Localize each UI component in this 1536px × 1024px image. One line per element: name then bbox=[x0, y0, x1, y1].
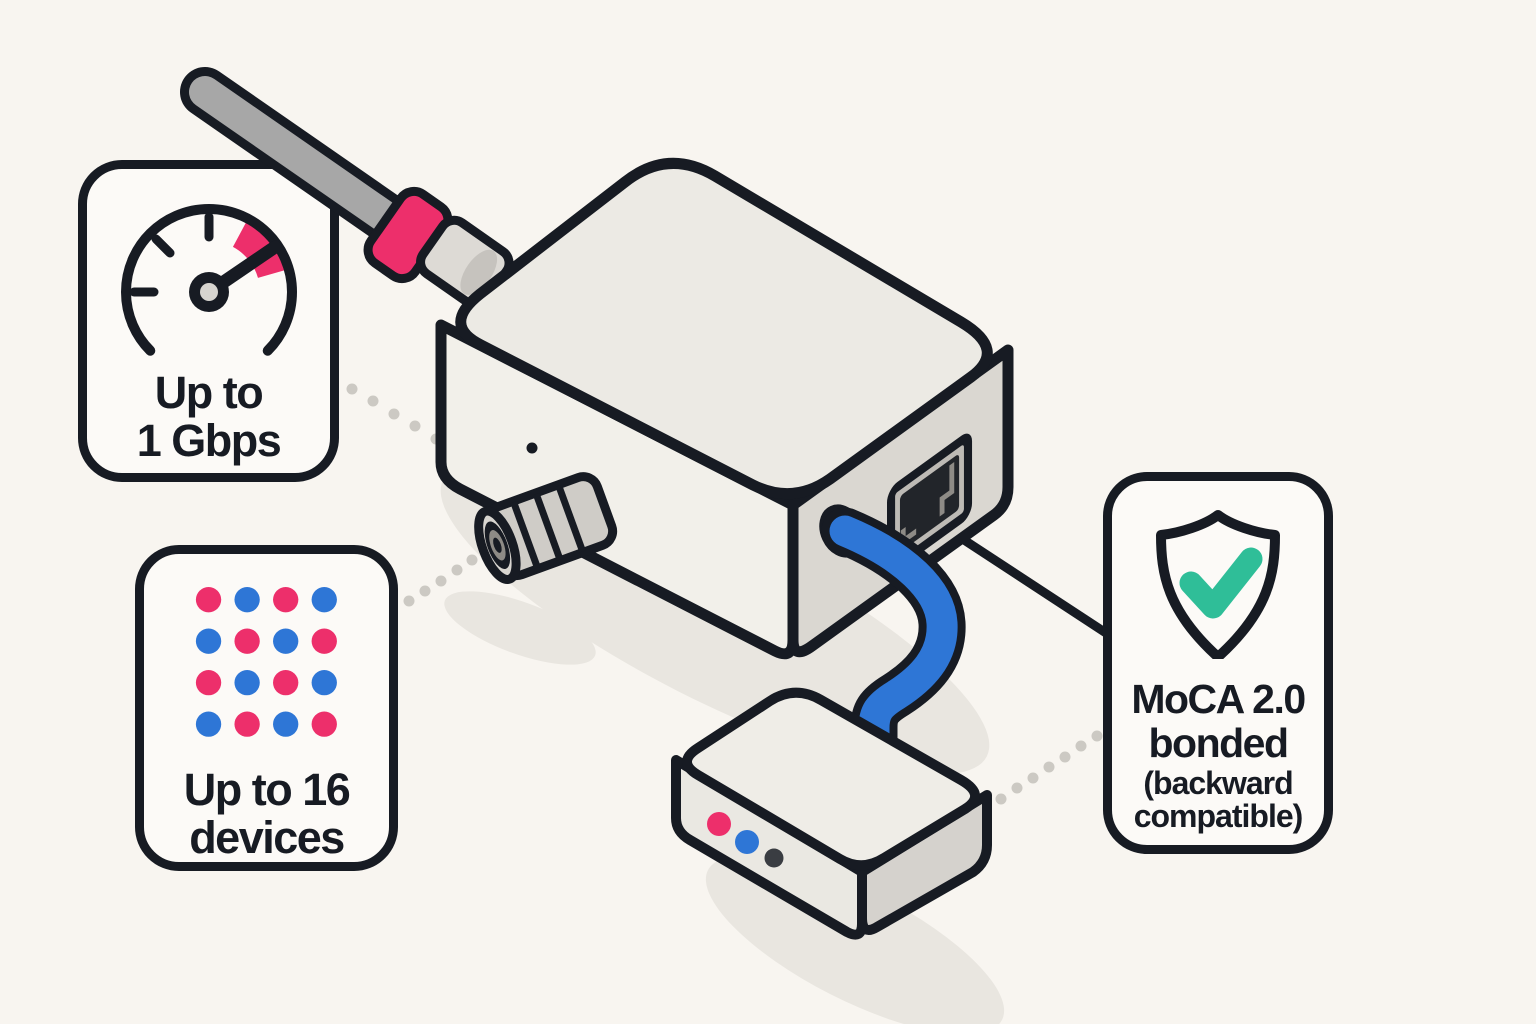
device-dot-pink bbox=[273, 587, 299, 613]
speed-line-1: Up to bbox=[154, 367, 264, 418]
adapter-right-face bbox=[787, 344, 1014, 658]
device-dot-pink bbox=[311, 628, 337, 654]
adapter-top-face bbox=[455, 157, 993, 500]
adapter-pinhole bbox=[526, 442, 538, 454]
device-dot-pink bbox=[195, 669, 222, 696]
moca-line-1: MoCA 2.0 bbox=[1131, 676, 1306, 722]
speedometer-icon bbox=[120, 204, 297, 356]
solid-line-adapter-to-moca bbox=[897, 494, 1109, 637]
dotted-line-devices-to-coax bbox=[403, 554, 478, 607]
coax-collar-pink bbox=[363, 186, 453, 284]
device-dot-blue bbox=[273, 711, 299, 737]
callout-speed: Up to 1 Gbps bbox=[78, 160, 339, 482]
shield-check-icon bbox=[1156, 510, 1280, 659]
dotted-line-speed-to-adapter bbox=[346, 383, 462, 457]
router-left-face bbox=[671, 755, 867, 940]
devices-line-1: Up to 16 bbox=[183, 764, 351, 815]
device-dot-blue bbox=[273, 628, 299, 654]
shield-outline bbox=[1156, 510, 1280, 659]
checkmark bbox=[1179, 547, 1263, 619]
device-dot-blue bbox=[311, 669, 337, 696]
ethernet-port bbox=[886, 433, 973, 572]
dotted-line-router-to-moca bbox=[995, 730, 1103, 805]
moca-line-2: bonded bbox=[1148, 720, 1289, 766]
callout-moca: MoCA 2.0 bonded (backward compatible) bbox=[1103, 472, 1333, 854]
router-led-blue bbox=[735, 830, 759, 854]
device-dot-blue bbox=[195, 628, 222, 654]
device-dot-pink bbox=[195, 587, 222, 613]
callout-speed-text: Up to 1 Gbps bbox=[87, 369, 330, 465]
moca-line-4: compatible) bbox=[1133, 798, 1304, 834]
callout-devices-text: Up to 16 devices bbox=[144, 766, 389, 862]
device-dot-pink bbox=[273, 669, 299, 696]
coax-fitting-barrel bbox=[416, 215, 514, 310]
callout-devices: Up to 16 devices bbox=[135, 545, 398, 871]
callout-moca-text: MoCA 2.0 bonded (backward compatible) bbox=[1112, 677, 1324, 833]
coax-connector bbox=[474, 472, 618, 584]
shadows bbox=[440, 461, 1005, 1024]
speed-line-2: 1 Gbps bbox=[136, 415, 282, 466]
device-dot-pink bbox=[311, 711, 337, 737]
router-right-face bbox=[857, 790, 992, 935]
device-dot-pink bbox=[234, 711, 260, 737]
device-dot-blue bbox=[311, 587, 337, 613]
ethernet-cable bbox=[821, 507, 966, 770]
device-dot-pink bbox=[234, 628, 260, 654]
device-dot-blue bbox=[195, 711, 222, 737]
devices-dot-grid-icon bbox=[195, 587, 337, 737]
device-dot-blue bbox=[234, 587, 260, 613]
router-box bbox=[671, 687, 992, 940]
devices-line-2: devices bbox=[189, 812, 345, 863]
router-led-dark bbox=[764, 848, 784, 868]
router-top-face bbox=[682, 687, 980, 871]
router-status-leds bbox=[707, 812, 784, 868]
moca-line-3: (backward bbox=[1143, 765, 1293, 801]
moca-adapter bbox=[435, 157, 1014, 660]
device-dot-blue bbox=[234, 669, 260, 696]
ethernet-cable-port-hole bbox=[819, 504, 865, 558]
router-led-pink bbox=[707, 812, 731, 836]
adapter-left-face bbox=[435, 319, 799, 660]
